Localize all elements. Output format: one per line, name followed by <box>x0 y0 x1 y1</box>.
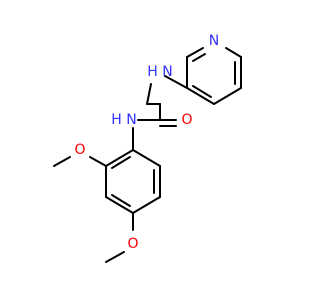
bond <box>111 156 131 169</box>
bonds <box>53 47 242 263</box>
bond <box>111 194 131 207</box>
bond <box>192 85 212 98</box>
bond <box>132 196 161 214</box>
bond <box>89 156 107 167</box>
bond <box>146 83 152 105</box>
bond <box>213 87 242 105</box>
bond <box>192 53 206 62</box>
atom-labels: N H N O H N O O <box>74 33 219 252</box>
lower-methoxy-oxygen-label: O <box>127 236 138 252</box>
bond <box>53 156 71 167</box>
upper-nh-label: H N <box>147 64 172 80</box>
bond <box>186 87 215 105</box>
pyridine-nitrogen-label: N <box>209 33 219 49</box>
upper-methoxy-oxygen-label: O <box>74 142 85 158</box>
carbonyl-oxygen-label: O <box>181 112 192 128</box>
molecule-diagram: N H N O H N O O <box>53 33 242 263</box>
bond <box>164 75 188 89</box>
bond <box>105 149 134 167</box>
bond <box>105 251 125 263</box>
bond <box>186 47 204 58</box>
bond <box>132 149 161 167</box>
bond <box>225 47 242 58</box>
lower-nh-label: H N <box>111 112 136 128</box>
bond <box>105 196 134 214</box>
